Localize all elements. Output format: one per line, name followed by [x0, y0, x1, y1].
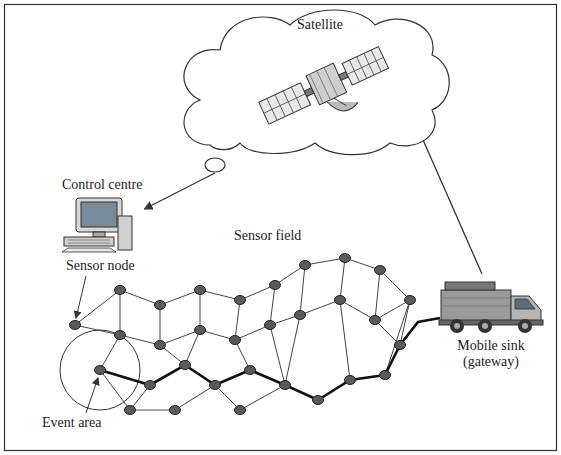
leader-line [76, 276, 86, 318]
link-line [120, 290, 121, 335]
sensor-dot [195, 326, 206, 335]
link-line [340, 300, 350, 380]
sensor-dot [265, 321, 276, 330]
frame [5, 5, 557, 451]
link-line [235, 300, 240, 340]
sensor-dot [115, 286, 126, 295]
sensor-dot [280, 381, 291, 390]
link-line [380, 270, 410, 300]
sensor-dot [210, 381, 221, 390]
sensor-dot [155, 301, 166, 310]
link-line [340, 258, 345, 300]
field-label: Event area [40, 415, 103, 431]
link-line [160, 305, 161, 345]
link-line [185, 330, 200, 365]
link-line [75, 325, 120, 335]
link-line [100, 370, 130, 410]
event-area-circle [60, 330, 140, 410]
sensor-dot [380, 371, 391, 380]
sensor-dot [115, 331, 126, 340]
link-line [175, 385, 215, 410]
signal-arrow [144, 173, 215, 209]
sensor-dot [95, 366, 106, 375]
sensor-field [70, 254, 441, 415]
link-line [375, 270, 380, 320]
sensor-dot [300, 261, 311, 270]
sensor-dot [345, 376, 356, 385]
field-label: Sensor node [64, 258, 137, 274]
sensor-dot [245, 366, 256, 375]
link-line [270, 325, 285, 385]
satellite-icon [257, 43, 397, 143]
control-centre-node: Control centre [62, 177, 142, 254]
sensor-dot [405, 296, 416, 305]
link-line [200, 290, 240, 300]
sensor-dot [170, 406, 181, 415]
leader-line [86, 378, 98, 413]
field-label: Sensor field [232, 228, 303, 244]
truck-icon [437, 276, 545, 336]
sensor-dot [125, 406, 136, 415]
sensor-dot [340, 254, 351, 263]
sensor-dot [235, 296, 246, 305]
sensor-dot [230, 336, 241, 345]
link-line [120, 290, 160, 305]
node-label: Mobile sink (gateway) [445, 338, 537, 370]
sensor-dot [180, 361, 191, 370]
sensor-dot [235, 406, 246, 415]
cloud-node: Satellite [170, 5, 450, 177]
sensor-dot [313, 396, 324, 405]
sensor-dot [395, 341, 406, 350]
link-line [300, 265, 305, 315]
link-line [305, 258, 345, 265]
sensor-dot [370, 316, 381, 325]
link-line [200, 290, 201, 330]
link-line [240, 385, 285, 410]
link-line [120, 335, 160, 345]
link-line [340, 300, 375, 320]
sensor-dot [270, 281, 281, 290]
link-line [285, 315, 300, 385]
computer-icon [62, 196, 134, 254]
link-line [100, 335, 120, 370]
sensor-dot [145, 381, 156, 390]
sensor-dot [335, 296, 346, 305]
sensor-dot [155, 341, 166, 350]
sensor-dot [295, 311, 306, 320]
link-line [160, 290, 200, 305]
sensor-dot [195, 286, 206, 295]
link-line [270, 285, 275, 325]
link-line [300, 300, 340, 315]
node-label: Control centre [62, 177, 142, 193]
sensor-dot [70, 321, 81, 330]
link-line [130, 410, 175, 411]
mobile-sink-node: Mobile sink (gateway) [434, 276, 548, 370]
signal-arrow [420, 133, 482, 274]
routing-path [100, 318, 440, 400]
node-label: Satellite [170, 17, 450, 33]
sensor-dot [375, 266, 386, 275]
